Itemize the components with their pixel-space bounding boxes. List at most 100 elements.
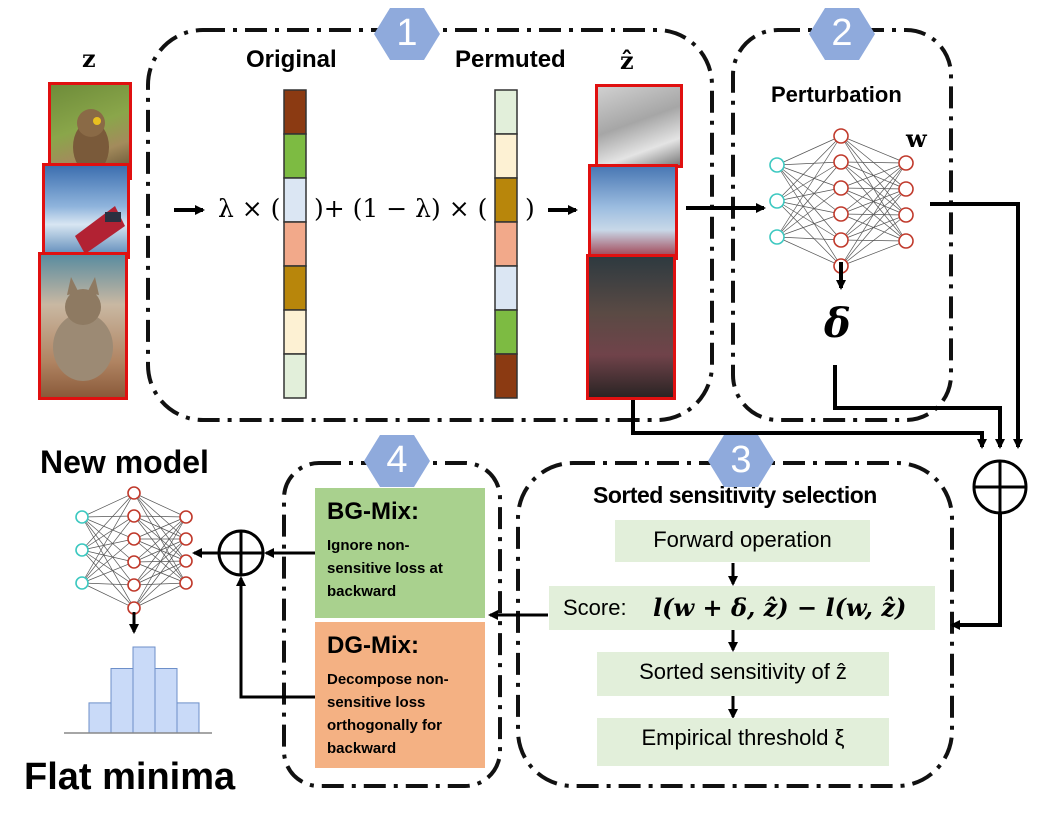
badge-3: 3 [708, 433, 774, 489]
line-zhat-to-plus [631, 398, 987, 449]
network-node [127, 555, 141, 569]
image-truck [42, 163, 130, 259]
label-permuted: Permuted [455, 46, 566, 73]
network-node [127, 578, 141, 592]
network-edge [840, 188, 907, 267]
network-edge [776, 200, 842, 241]
network-edge [840, 135, 907, 164]
network-edge [840, 162, 907, 267]
network-node [833, 232, 849, 248]
step-forward-operation: Forward operation [615, 520, 870, 562]
network-edge [81, 515, 135, 584]
network-edge [133, 492, 187, 562]
network-edge [840, 162, 907, 241]
badge-1-label: 1 [396, 12, 418, 54]
badge-4-label: 4 [386, 439, 408, 481]
network-edge [133, 582, 187, 609]
network-node [179, 576, 193, 590]
network-edge [776, 135, 842, 202]
network-edge [840, 240, 907, 267]
network-edge [776, 236, 842, 241]
network-edge [840, 214, 907, 267]
image-mixed-cat [586, 254, 676, 400]
network-edge [776, 135, 842, 166]
network-node [833, 128, 849, 144]
label-flat-minima: Flat minima [24, 756, 236, 798]
image-cat [38, 252, 128, 400]
network-edge [133, 516, 187, 586]
bg-mix-title: BG-Mix: [327, 498, 419, 525]
network-edge [776, 161, 842, 202]
network-edge [133, 516, 187, 609]
original-feature-cell [283, 221, 307, 267]
network-node [75, 576, 89, 590]
perturbation-network [769, 128, 914, 274]
network-node [769, 229, 785, 245]
image-mixed-owl [595, 84, 683, 168]
network-node [898, 181, 914, 197]
badge-4: 4 [364, 433, 430, 489]
dg-mix-description: Decompose non- sensitive loss orthogonal… [327, 671, 449, 757]
network-edge [81, 492, 135, 584]
network-edge [776, 200, 842, 215]
badge-3-label: 3 [730, 439, 752, 481]
network-edge [133, 515, 187, 518]
network-node [179, 510, 193, 524]
permuted-feature-cell [494, 177, 518, 223]
score-label: Score: [563, 595, 627, 620]
network-edge [81, 515, 135, 518]
network-edge [133, 582, 187, 586]
network-node [898, 207, 914, 223]
network-node [833, 180, 849, 196]
original-feature-cell [283, 265, 307, 311]
histogram-bar [132, 646, 156, 734]
original-feature-cell [283, 309, 307, 355]
original-feature-cell [283, 133, 307, 179]
network-edge [776, 161, 842, 166]
network-edge [81, 561, 135, 584]
network-edge [133, 492, 187, 540]
network-edge [81, 582, 135, 586]
network-edge [776, 200, 842, 267]
network-edge [133, 516, 187, 540]
network-edge [81, 515, 135, 551]
arrow-dgmix-to-plus [236, 576, 315, 699]
network-edge [133, 560, 187, 563]
formula-one-minus-lambda: )+ (1 − λ) × ( [314, 194, 488, 223]
network-edge [81, 538, 135, 551]
bg-mix-box: BG-Mix: Ignore non- sensitive loss at ba… [315, 488, 485, 618]
label-z: z [82, 44, 96, 73]
network-node [127, 486, 141, 500]
network-edge [133, 492, 187, 518]
network-edge [776, 164, 842, 189]
permuted-feature-cell [494, 221, 518, 267]
network-edge [81, 538, 135, 584]
network-edge [840, 161, 907, 164]
network-node [127, 509, 141, 523]
original-feature-column [283, 89, 307, 399]
line-w-to-plus [930, 202, 1023, 449]
label-z-hat: ẑ [620, 46, 634, 75]
network-node [179, 532, 193, 546]
permuted-feature-cell [494, 133, 518, 179]
original-feature-cell [283, 89, 307, 135]
flat-minima-histogram [64, 646, 212, 734]
network-edge [840, 162, 907, 215]
network-edge [776, 164, 842, 267]
formula-lambda: λ × ( [218, 194, 281, 223]
histogram-bar [110, 668, 134, 734]
badge-2-label: 2 [831, 12, 853, 54]
score-formula: l(w + δ, ẑ) − l(w, ẑ) [653, 593, 907, 622]
owl-icon [73, 109, 109, 173]
network-edge [81, 549, 135, 609]
network-node [833, 206, 849, 222]
network-edge [81, 492, 135, 551]
label-new-model: New model [40, 444, 209, 480]
permuted-feature-cell [494, 89, 518, 135]
histogram-bar [88, 702, 112, 734]
network-edge [133, 538, 187, 584]
permuted-feature-cell [494, 309, 518, 355]
network-edge [133, 492, 187, 584]
label-w: w [906, 124, 927, 153]
